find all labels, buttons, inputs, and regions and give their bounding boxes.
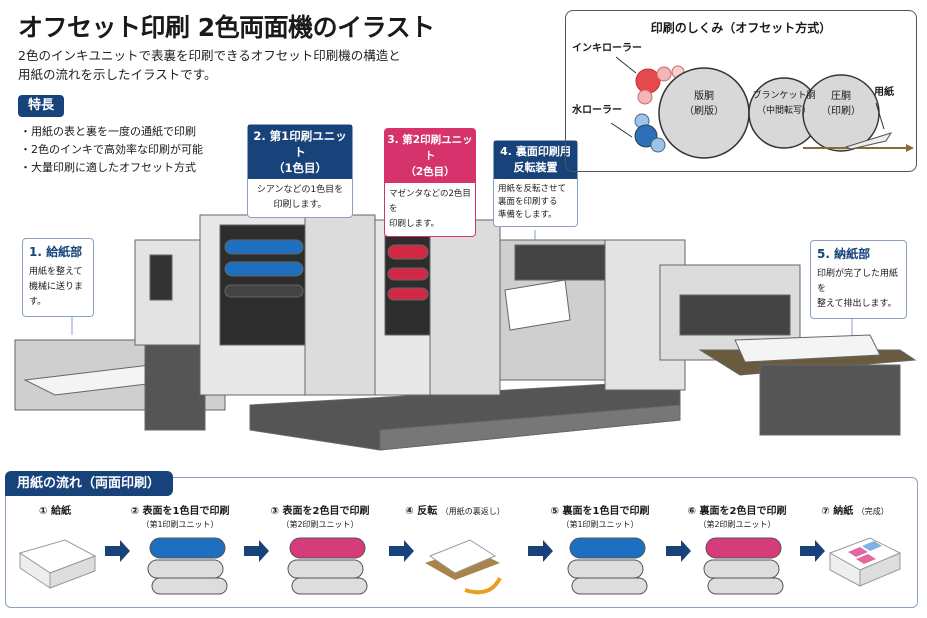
subtitle-line: 2色のインキユニットで表裏を印刷できるオフセット印刷機の構造と — [18, 48, 401, 63]
feature-item: ・用紙の表と裏を一度の通紙で印刷 — [20, 125, 196, 138]
ink-roller-label: インキローラー — [572, 43, 642, 54]
step-label: ② 表面を1色目で印刷 — [130, 506, 230, 517]
callout-text: 印刷が完了した用紙を — [817, 269, 899, 294]
flow-step: ⑤ 裏面を1色目で印刷 （第1印刷ユニット） — [540, 502, 660, 530]
flow-step: ⑥ 裏面を2色目で印刷 （第2印刷ユニット） — [677, 502, 797, 530]
features-badge: 特長 — [18, 95, 64, 117]
paper-flow-title: 用紙の流れ（両面印刷） — [5, 471, 173, 496]
print-unit-cyan-icon — [147, 537, 228, 595]
feature-item: ・大量印刷に適したオフセット方式 — [20, 161, 196, 174]
callout-text: 用紙を反転させて — [498, 184, 567, 194]
callout-text: 準備をします。 — [498, 210, 557, 220]
flow-step: ② 表面を1色目で印刷 （第1印刷ユニット） — [120, 502, 240, 530]
cylinder-name: 版胴 — [694, 91, 714, 102]
cylinders-diagram — [610, 56, 914, 159]
subtitle: 2色のインキユニットで表裏を印刷できるオフセット印刷機の構造と 用紙の流れを示し… — [18, 46, 401, 84]
callout-title: 3. 第2印刷ユニット — [387, 134, 473, 162]
flow-illustrations — [18, 537, 902, 595]
print-unit-cyan-icon — [567, 537, 648, 595]
callout-title: 反転装置 — [513, 161, 558, 174]
offset-mechanism-panel: 印刷のしくみ（オフセット方式） インキローラー 水ローラー 版胴 （刷版） ブラン… — [565, 10, 917, 172]
callout-text: マゼンタなどの2色目を — [389, 189, 471, 214]
paper-stack-icon — [18, 539, 97, 589]
arrow-icons — [105, 540, 825, 562]
print-unit-magenta-icon — [703, 537, 784, 595]
callout-title: （1色目） — [272, 161, 327, 175]
step-sub: （第1印刷ユニット） — [561, 520, 639, 529]
step-label: ④ 反転 — [405, 506, 438, 517]
callout-title: 1. 給紙部 — [29, 245, 83, 259]
callout-text: 用紙を整えて — [29, 267, 83, 277]
flow-step: ③ 表面を2色目で印刷 （第2印刷ユニット） — [260, 502, 380, 530]
callout-delivery: 5. 納紙部 印刷が完了した用紙を 整えて排出します。 — [810, 240, 907, 319]
finished-stack-icon — [828, 537, 902, 587]
step-label: ⑦ 納紙 — [821, 506, 854, 517]
water-roller-label: 水ローラー — [572, 105, 622, 116]
callout-text: 裏面を印刷する — [498, 197, 558, 207]
reverse-device-icon — [425, 539, 502, 595]
paper-flow-panel — [5, 477, 918, 608]
features-list: ・用紙の表と裏を一度の通紙で印刷 ・2色のインキで高効率な印刷が可能 ・大量印刷… — [20, 123, 203, 177]
callout-text: 印刷します。 — [389, 219, 440, 229]
callout-text: シアンなどの1色目を — [256, 185, 344, 195]
subtitle-line: 用紙の流れを示したイラストです。 — [18, 67, 217, 82]
callout-title: 5. 納紙部 — [817, 247, 871, 261]
callout-text: 整えて排出します。 — [817, 299, 897, 309]
cylinder-sub: （中間転写） — [756, 106, 811, 116]
plate-cylinder-label: 版胴 （刷版） — [659, 89, 749, 119]
blanket-cylinder-label: ブランケット胴 （中間転写） — [744, 89, 824, 119]
step-sub: （第2印刷ユニット） — [281, 520, 359, 529]
print-unit-magenta-icon — [287, 537, 368, 595]
step-label: ① 給紙 — [39, 506, 71, 517]
callout-unit2: 3. 第2印刷ユニット （2色目） マゼンタなどの2色目を印刷します。 — [384, 128, 476, 237]
callout-text: 機械に送ります。 — [29, 282, 84, 307]
callout-title: 2. 第1印刷ユニット — [253, 129, 347, 159]
cylinder-name: ブランケット胴 — [752, 91, 816, 101]
step-label: ⑤ 裏面を1色目で印刷 — [550, 506, 650, 517]
cylinder-sub: （印刷） — [821, 106, 861, 117]
feature-item: ・2色のインキで高効率な印刷が可能 — [20, 143, 203, 156]
impression-cylinder-label: 圧胴 （印刷） — [801, 89, 881, 119]
cylinder-name: 圧胴 — [831, 91, 851, 102]
callout-reverser: 4. 裏面印刷用反転装置 用紙を反転させて裏面を印刷する準備をします。 — [493, 140, 578, 227]
step-sub: （完成） — [856, 507, 889, 516]
mechanism-title: 印刷のしくみ（オフセット方式） — [650, 21, 832, 35]
flow-step: ⑦ 納紙 （完成） — [810, 502, 900, 517]
callout-feeder: 1. 給紙部 用紙を整えて 機械に送ります。 — [22, 238, 94, 317]
page-title: オフセット印刷 2色両面機のイラスト — [18, 13, 435, 42]
flow-step: ④ 反転 （用紙の裏返し） — [400, 502, 510, 517]
step-sub: （第2印刷ユニット） — [698, 520, 776, 529]
callout-title: 4. 裏面印刷用 — [500, 145, 571, 158]
callout-title: （2色目） — [405, 166, 455, 178]
press-machine-illustration — [14, 206, 917, 451]
cylinder-sub: （刷版） — [684, 106, 724, 117]
step-sub: （第1印刷ユニット） — [141, 520, 219, 529]
flow-step: ① 給紙 — [10, 502, 100, 517]
paper-label: 用紙 — [874, 87, 894, 98]
callout-unit1: 2. 第1印刷ユニット （1色目） シアンなどの1色目を印刷します。 — [247, 124, 353, 218]
step-sub: （用紙の裏返し） — [440, 507, 505, 516]
step-label: ⑥ 裏面を2色目で印刷 — [687, 506, 787, 517]
callout-text: 印刷します。 — [273, 200, 327, 210]
step-label: ③ 表面を2色目で印刷 — [270, 506, 370, 517]
